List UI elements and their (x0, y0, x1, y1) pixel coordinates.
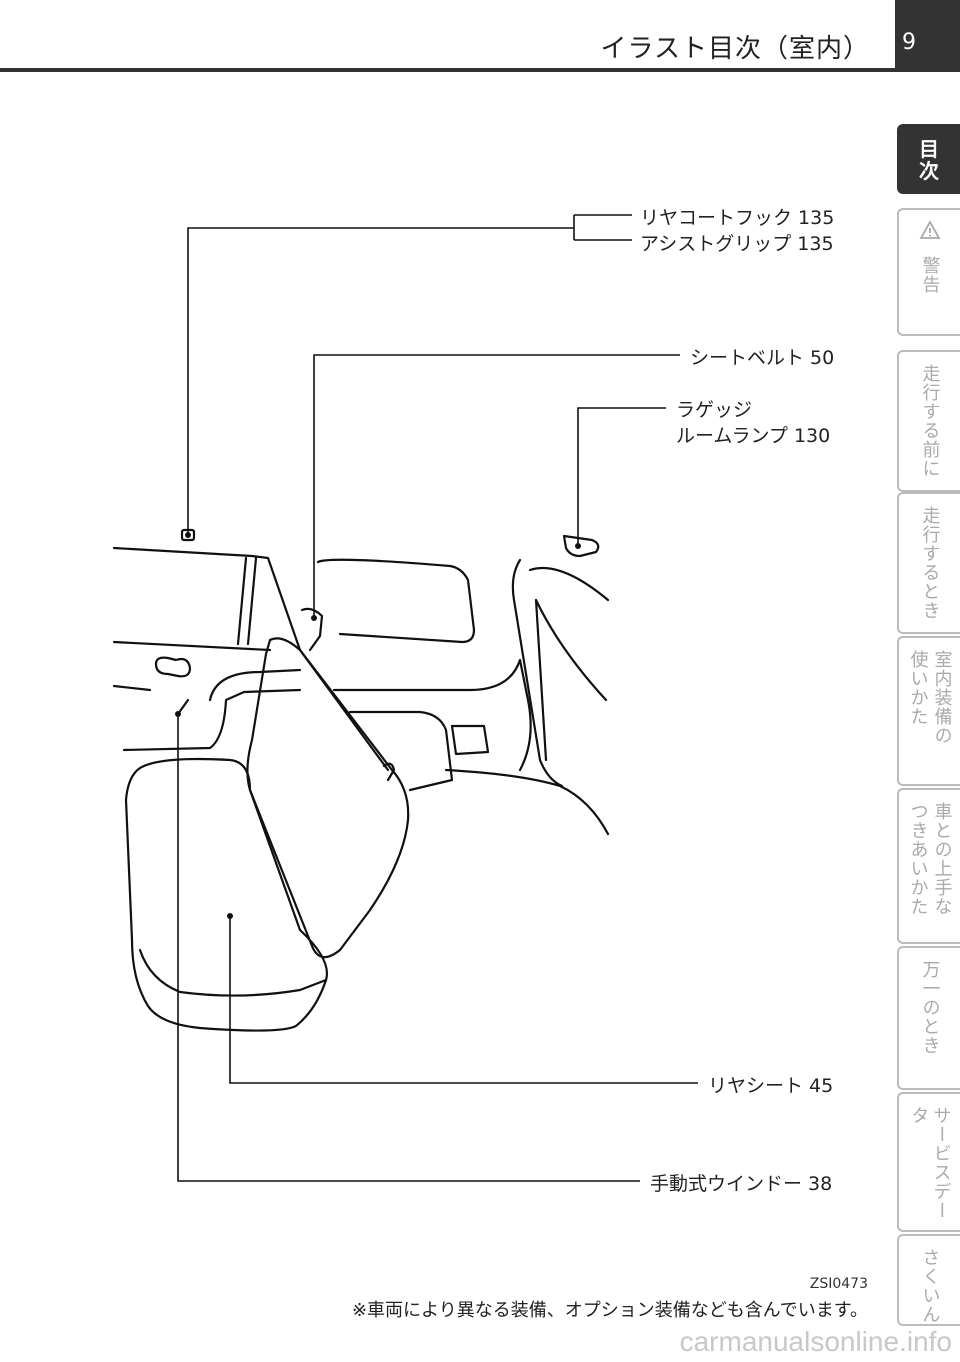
leader-rear-seat (229, 916, 698, 1084)
leader-seat-belt (313, 354, 680, 618)
page-number-box (895, 0, 960, 72)
tab-before-driving[interactable]: 走行する前に (897, 350, 960, 492)
watermark: carmanualsonline.info (679, 1326, 952, 1357)
tab-before-driving-label: 走行する前に (919, 364, 941, 478)
door-handle (154, 656, 192, 678)
header-rule (0, 68, 895, 72)
tab-interior-equipment-label-1: 室内装備の (931, 650, 953, 745)
leader-luggage-lamp (577, 407, 666, 546)
tab-emergency-label: 万一のとき (919, 960, 941, 1055)
tab-warning[interactable]: 警告 (897, 208, 960, 336)
leader-bracket (573, 214, 632, 241)
label-coat-hook: リヤコートフック 135 (640, 207, 835, 229)
seat-back-edge (298, 648, 390, 772)
dot-coat-hook (185, 532, 191, 538)
figure-code: ZSI0473 (809, 1276, 868, 1292)
tab-car-care-label-1: 車との上手な (931, 802, 953, 916)
tab-service-data[interactable]: サービスデータ (897, 1092, 960, 1232)
tab-warning-label: 警告 (919, 256, 941, 294)
tab-contents-label-1: 目 (919, 137, 940, 161)
quarter-trim (208, 668, 302, 702)
lower-trim (122, 688, 302, 752)
label-rear-seat: リヤシート 45 (708, 1075, 834, 1097)
tab-index[interactable]: さくいん (897, 1234, 960, 1326)
tab-index-label: さくいん (919, 1248, 941, 1324)
luggage-lamp (562, 534, 600, 558)
cushion-seam (138, 948, 328, 997)
belt-buckle (382, 762, 396, 782)
dot-luggage-lamp (575, 543, 581, 549)
tab-contents[interactable]: 目 次 (897, 124, 960, 194)
b-pillar (236, 556, 258, 646)
luggage-side-trim (332, 658, 532, 772)
tab-while-driving[interactable]: 走行するとき (897, 492, 960, 634)
hatch-inner (534, 598, 608, 762)
tab-emergency[interactable]: 万一のとき (897, 946, 960, 1090)
label-manual-window: 手動式ウインドー 38 (650, 1173, 833, 1195)
leader-manual-window (177, 714, 640, 1182)
tab-while-driving-label: 走行するとき (919, 506, 941, 620)
footnote: ※車両により異なる装備、オプション装備なども含んでいます。 (351, 1300, 868, 1321)
hatch-pillar-outer (511, 558, 564, 788)
dot-manual-window (175, 711, 181, 717)
tab-contents-label-2: 次 (919, 159, 940, 183)
side-pocket (450, 724, 490, 756)
tab-interior-equipment-label-2: 使いかた (907, 650, 929, 726)
luggage-floor-edge (444, 768, 610, 836)
interior-illustration (112, 214, 698, 1182)
luggage-panel (348, 710, 454, 792)
tab-interior-equipment[interactable]: 室内装備の 使いかた (897, 636, 960, 786)
dot-seat-belt (311, 615, 317, 621)
leader-coat-hook (187, 227, 574, 535)
dot-rear-seat (227, 913, 233, 919)
seat-belt-anchor (300, 607, 324, 652)
rear-seat-cushion (124, 757, 329, 1032)
tab-car-care-label-2: つきあいかた (907, 802, 929, 916)
page-title: イラスト目次（室内） (600, 34, 870, 64)
tab-service-data-label: サービスデータ (908, 1106, 952, 1220)
warning-triangle-icon (919, 220, 941, 239)
rear-side-window (316, 558, 476, 644)
upper-trim (112, 640, 272, 692)
label-luggage-lamp-1: ラゲッジ (676, 399, 753, 421)
roof-line (112, 546, 302, 652)
label-assist-grip: アシストグリップ 135 (640, 233, 834, 255)
label-luggage-lamp-2: ルームランプ 130 (676, 425, 831, 447)
page-number: 9 (902, 30, 916, 55)
tab-car-care[interactable]: 車との上手な つきあいかた (897, 788, 960, 944)
label-seat-belt: シートベルト 50 (690, 347, 835, 369)
hatch-top (528, 566, 610, 602)
